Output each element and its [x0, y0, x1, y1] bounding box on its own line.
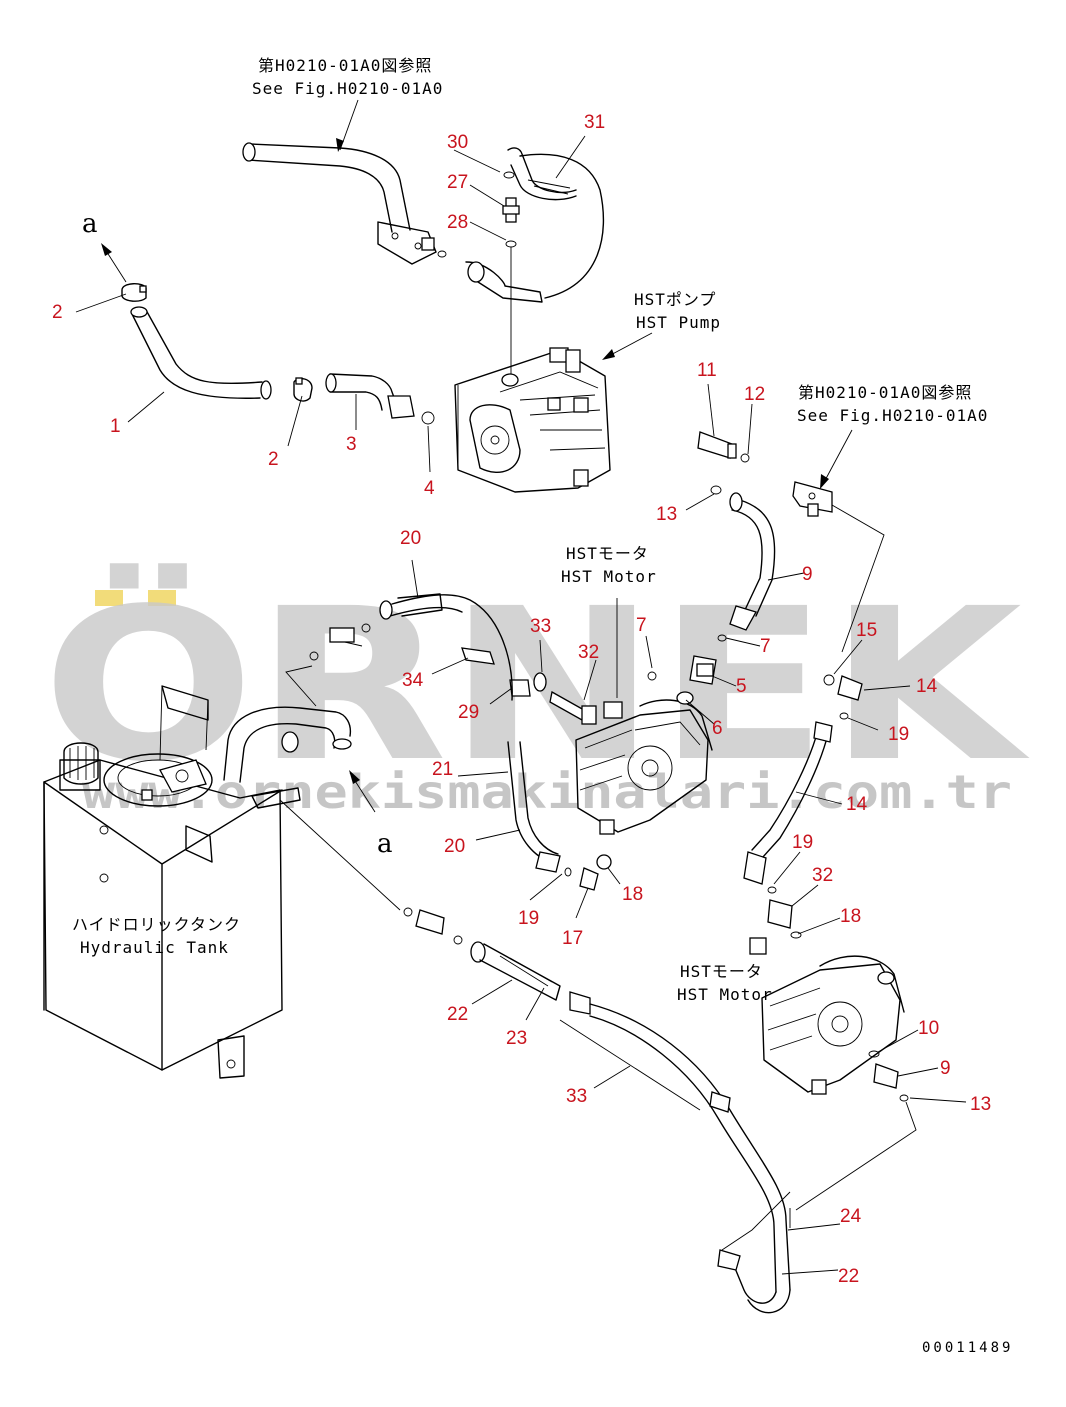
callout-14: 14: [846, 794, 868, 815]
callout-7b: 7: [760, 636, 771, 657]
label-hydraulic-tank: ハイドロリックタンク Hydraulic Tank: [72, 915, 241, 957]
watermark-site: www.ornekismakinalari.com.tr: [82, 765, 1012, 819]
flow-marker-a-bottom: a: [349, 770, 393, 859]
label-hst-motor-2: HSTモータ HST Motor: [677, 962, 773, 1004]
hydraulic-tank-jp: ハイドロリックタンク: [72, 915, 241, 934]
hose-3: [325, 373, 435, 425]
callout-28: 31: [584, 112, 605, 133]
label-hst-pump: HSTポンプ HST Pump: [602, 290, 721, 360]
clamp-2-mid: [293, 377, 313, 402]
watermark-dot-right: [148, 590, 176, 606]
fitting-11: [697, 431, 750, 463]
hst-motor-1-jp: HSTモータ: [566, 544, 649, 563]
hst-pump-jp: HSTポンプ: [634, 290, 716, 309]
reference-top-jp: 第H0210-01A0図参照: [258, 56, 432, 75]
callout-2a: 2: [52, 302, 63, 323]
callout-26: 28: [447, 212, 468, 233]
hst-pump-en: HST Pump: [636, 313, 721, 332]
hst-motor-1-en: HST Motor: [561, 567, 657, 586]
callout-15: 14: [916, 676, 938, 697]
hst-motor-1: [575, 691, 713, 870]
callout-3: 3: [346, 434, 357, 455]
callout-12: 12: [744, 384, 765, 405]
spacer-34: [461, 647, 495, 665]
hst-pump: [454, 347, 611, 493]
callout-27: 30: [447, 132, 468, 153]
callout-32: 32: [812, 865, 833, 886]
callout-20a: 20: [400, 528, 421, 549]
callout-33: 33: [566, 1086, 587, 1107]
clamp-2-top: [121, 283, 147, 302]
callout-23: 23: [506, 1028, 527, 1049]
washer-31: [533, 672, 547, 692]
callouts: 2 1 2 3 4 30 27 28 31 11 12 13 20 9 33 7…: [52, 112, 991, 1287]
leader-lines: [75, 135, 967, 1275]
reference-note-top: 第H0210-01A0図参照 See Fig.H0210-01A0: [252, 56, 443, 152]
fitting-5: [647, 655, 717, 685]
flow-marker-a-bottom-text: a: [377, 829, 393, 859]
callout-8: 9: [802, 564, 813, 585]
callout-31: 33: [530, 616, 551, 637]
clamp-29: [509, 679, 531, 697]
callout-21: 21: [432, 759, 453, 780]
suction-pipe-top: [242, 142, 437, 265]
hose-22-23: [279, 799, 591, 1015]
hose-1: [130, 306, 272, 400]
fitting-9-10-13: [795, 1050, 917, 1211]
hst-motor-2-en: HST Motor: [677, 985, 773, 1004]
callout-29: 29: [458, 702, 479, 723]
hose-21: [507, 741, 599, 891]
callout-10: 10: [918, 1018, 939, 1039]
callout-6: 6: [712, 718, 723, 739]
callout-18a: 18: [622, 884, 643, 905]
callout-34: 34: [402, 670, 424, 691]
callout-5: 5: [736, 676, 747, 697]
flow-marker-a-top-text: a: [82, 209, 98, 239]
callout-11: 11: [697, 360, 717, 381]
callout-2b: 2: [268, 449, 279, 470]
hose-28: [437, 147, 605, 303]
hose-8: [710, 485, 776, 642]
reference-right-en: See Fig.H0210-01A0: [797, 406, 988, 425]
callout-30: 32: [578, 642, 599, 663]
callout-13a: 13: [656, 504, 677, 525]
callout-4: 4: [424, 478, 435, 499]
callout-19c: 19: [518, 908, 539, 929]
hose-14: [743, 675, 863, 885]
hst-motor-2: [749, 937, 905, 1095]
label-hst-motor-1: HSTモータ HST Motor: [561, 544, 657, 698]
callout-18b: 18: [840, 906, 861, 927]
callout-22a: 22: [447, 1004, 468, 1025]
watermark-dot-left: [95, 590, 123, 606]
reference-right-jp: 第H0210-01A0図参照: [798, 383, 972, 402]
callout-17: 17: [562, 928, 583, 949]
drawing-code: 00011489: [922, 1340, 1013, 1356]
callout-13b: 13: [970, 1094, 991, 1115]
hose-20-upper: [285, 593, 513, 707]
callout-25: 27: [447, 172, 468, 193]
callout-16: 15: [856, 620, 877, 641]
callout-9: 9: [940, 1058, 951, 1079]
hydraulic-tank: [43, 685, 301, 1079]
tank-return-pipe: [223, 706, 352, 783]
tee-fitting-right: [792, 481, 885, 686]
flow-marker-a-top: a: [82, 209, 127, 283]
callout-7a: 7: [636, 615, 647, 636]
fitting-stack-25-26-27: [502, 171, 520, 375]
callout-19a: 19: [888, 724, 909, 745]
bolt-30: [549, 690, 597, 725]
hose-33-24: [559, 1003, 791, 1314]
callout-24: 24: [840, 1206, 862, 1227]
hst-motor-2-jp: HSTモータ: [680, 962, 763, 981]
callout-20b: 20: [444, 836, 465, 857]
callout-19b: 19: [792, 832, 813, 853]
hydraulic-tank-en: Hydraulic Tank: [80, 938, 229, 957]
callout-1: 1: [110, 416, 121, 437]
reference-note-right: 第H0210-01A0図参照 See Fig.H0210-01A0: [797, 383, 988, 489]
fitting-32: [767, 886, 802, 939]
reference-top-en: See Fig.H0210-01A0: [252, 79, 443, 98]
callout-22b: 22: [838, 1266, 859, 1287]
